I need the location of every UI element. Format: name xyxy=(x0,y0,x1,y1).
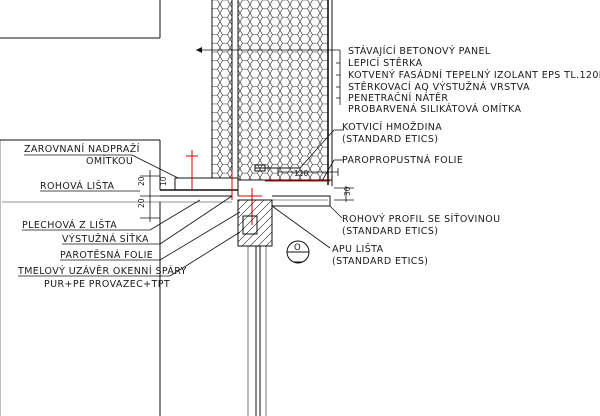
label-z-strip-text: PLECHOVÁ Z LIŠTA xyxy=(22,219,117,231)
dim-120-text: 120 xyxy=(294,169,309,178)
layer-label-1: STÁVAJÍCÍ BETONOVÝ PANEL xyxy=(348,45,491,57)
dim-10-text: 10 xyxy=(159,176,168,186)
dimension-120: 120 xyxy=(277,168,339,178)
layer-leader xyxy=(196,47,341,105)
label-head-alignment: ZAROVNANÍ NADPRAŽÍ OMÍTKOU xyxy=(24,143,179,179)
label-corner-profile: ROHOVÝ PROFIL SE SÍŤOVINOU (STANDARD ETI… xyxy=(329,205,500,237)
section-mark-text: O xyxy=(294,243,301,253)
apu-profile xyxy=(272,195,331,207)
label-sealant-text: TMELOVÝ UZÁVĚR OKENNÍ SPÁRY xyxy=(17,265,187,277)
label-vapour-tight: PAROTĚSNÁ FOLIE xyxy=(60,211,241,261)
layer-label-4: STĚRKOVACÍ AQ VÝSTUŽNÁ VRSTVA xyxy=(348,81,530,93)
label-corner-profile-std: (STANDARD ETICS) xyxy=(342,226,438,237)
label-mesh: VÝSTUŽNÁ SÍŤKA xyxy=(62,195,233,245)
lower-wall xyxy=(0,140,161,416)
dimension-30: 30 xyxy=(334,186,354,202)
dim-20b-text: 20 xyxy=(137,198,146,208)
label-apu: APU LIŠTA (STANDARD ETICS) xyxy=(271,205,428,267)
layer-label-3: KOTVENÝ FASÁDNÍ TEPELNÝ IZOLANT EPS TL.1… xyxy=(348,69,600,81)
label-head-alignment-2: OMÍTKOU xyxy=(86,155,133,167)
label-corner-bead: ROHOVÁ LIŠTA xyxy=(40,180,140,192)
layer-labels: STÁVAJÍCÍ BETONOVÝ PANEL LEPICÍ STĚRKA K… xyxy=(348,45,600,115)
layer-label-5: PENETRAČNÍ NÁTĚR xyxy=(348,92,448,104)
section-mark: O xyxy=(286,240,310,264)
window-frame xyxy=(237,199,273,416)
label-corner-bead-text: ROHOVÁ LIŠTA xyxy=(40,180,115,192)
label-anchor-std: (STANDARD ETICS) xyxy=(342,134,438,145)
label-corner-profile-text: ROHOVÝ PROFIL SE SÍŤOVINOU xyxy=(342,213,500,225)
eps-insulation xyxy=(238,0,333,186)
dim-30-text: 30 xyxy=(343,186,352,196)
layer-label-6: PROBARVENÁ SILIKÁTOVÁ OMÍTKA xyxy=(348,103,521,115)
layer-label-2: LEPICÍ STĚRKA xyxy=(348,57,423,69)
dim-20a-text: 20 xyxy=(137,176,146,186)
label-head-alignment-1: ZAROVNANÍ NADPRAŽÍ xyxy=(24,143,140,155)
label-anchor: KOTVICÍ HMOŽDINA (STANDARD ETICS) xyxy=(299,121,442,169)
label-vapour-tight-text: PAROTĚSNÁ FOLIE xyxy=(60,249,153,261)
label-anchor-text: KOTVICÍ HMOŽDINA xyxy=(342,121,442,133)
label-sealant: TMELOVÝ UZÁVĚR OKENNÍ SPÁRY PUR+PE PROVA… xyxy=(17,231,241,290)
dimension-20-stack: 20 20 10 xyxy=(137,170,168,222)
label-vapour-permeable: PAROPROPUSTNÁ FOLIE xyxy=(321,154,463,182)
label-apu-std: (STANDARD ETICS) xyxy=(332,256,428,267)
label-z-strip: PLECHOVÁ Z LIŠTA xyxy=(22,199,201,231)
label-apu-text: APU LIŠTA xyxy=(332,243,384,255)
label-pur-text: PUR+PE PROVAZEC+TPT xyxy=(44,279,170,290)
label-vapour-permeable-text: PAROPROPUSTNÁ FOLIE xyxy=(342,154,463,166)
existing-panel-outline xyxy=(0,0,161,39)
head-plaster xyxy=(0,139,239,203)
concrete-panel xyxy=(211,0,239,178)
label-mesh-text: VÝSTUŽNÁ SÍŤKA xyxy=(62,233,149,245)
anchor-dowel xyxy=(254,164,300,172)
